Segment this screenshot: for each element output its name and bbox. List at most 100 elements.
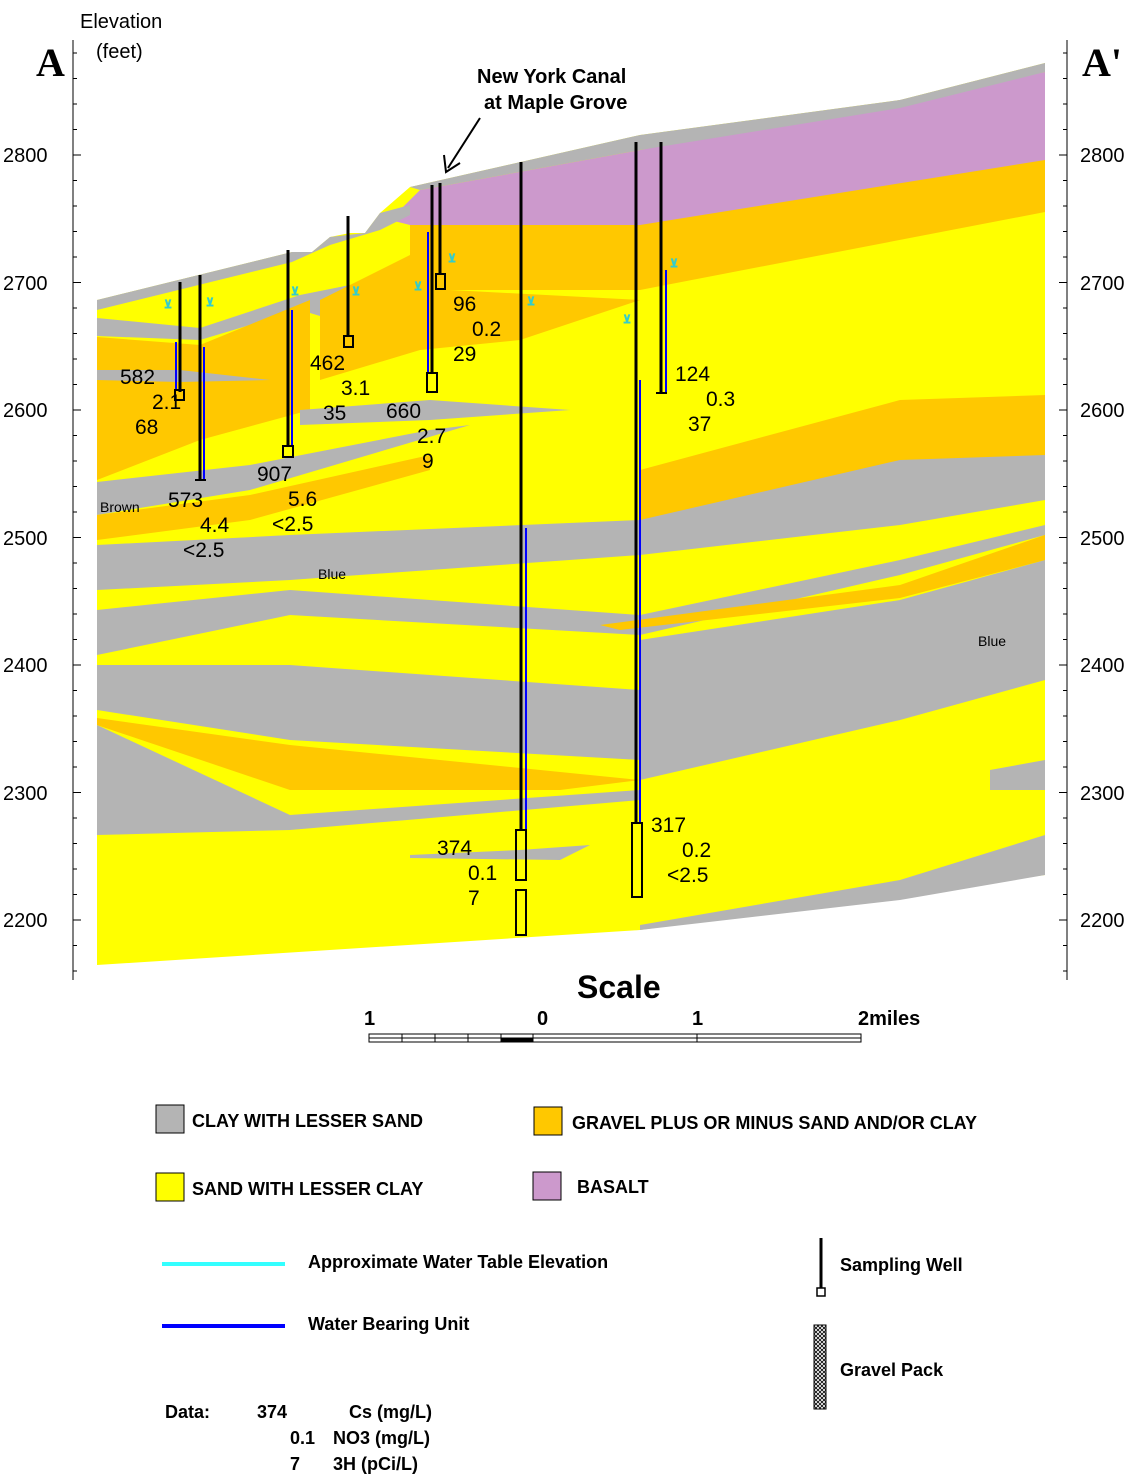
well-screen: [282, 445, 294, 458]
well-h3: 9: [422, 450, 434, 473]
legend-water-table-label: Approximate Water Table Elevation: [308, 1252, 608, 1272]
legend-gravel-label: GRAVEL PLUS OR MINUS SAND AND/OR CLAY: [572, 1113, 977, 1133]
well-screen: [435, 273, 446, 290]
unit-label-blue-right: Blue: [978, 633, 1006, 649]
water-table-icon: ⊻: [527, 296, 535, 308]
well-no3: 2.1: [152, 391, 181, 414]
well-h3: 7: [468, 887, 480, 910]
scale-bar: Scale 1 0 1 2miles: [364, 969, 920, 1043]
callout-line1: New York Canal: [477, 66, 626, 88]
well-cs: 124: [675, 363, 710, 386]
well-screen: [426, 372, 438, 393]
callout-line2: at Maple Grove: [484, 92, 627, 114]
cross-section: [97, 63, 1045, 965]
gravel-stripe-1: [97, 455, 430, 540]
well-cs: 374: [437, 837, 472, 860]
scale-tick-label: 1: [364, 1008, 375, 1030]
legend-sand-label: SAND WITH LESSER CLAY: [192, 1179, 423, 1199]
scale-tick-label: 0: [537, 1008, 548, 1030]
clay-lower-lens: [410, 845, 590, 860]
well-h3: <2.5: [667, 864, 708, 887]
gravel-mid-wedge: [320, 250, 640, 380]
well-no3: 3.1: [341, 377, 370, 400]
well-h3: 37: [688, 413, 711, 436]
scale-tick-label: 2miles: [858, 1008, 920, 1030]
top-clay-skin: [410, 63, 1045, 190]
legend-clay-label: CLAY WITH LESSER SAND: [192, 1111, 423, 1131]
gravel-right-lens: [600, 535, 1045, 630]
water-table-icon: ⊻: [291, 286, 299, 298]
well-cs: 573: [168, 489, 203, 512]
well-cs: 907: [257, 463, 292, 486]
elev-label: 2300: [3, 783, 48, 805]
legend-basalt-label: BASALT: [577, 1177, 649, 1197]
water-table-icon: ⊻: [414, 281, 422, 293]
well-screen: [631, 822, 643, 898]
clay-blue-band: [97, 455, 1045, 590]
unit-label-brown: Brown: [100, 499, 140, 515]
well-no3: 0.3: [706, 388, 735, 411]
legend: CLAY WITH LESSER SAND GRAVEL PLUS OR MIN…: [155, 1104, 977, 1410]
elev-label: 2500: [1080, 528, 1125, 550]
well-screen: [343, 335, 354, 348]
scale-tick-label: 1: [692, 1008, 703, 1030]
well-no3: 4.4: [200, 514, 230, 537]
clay-right-lower-2: [990, 760, 1045, 790]
clay-right-wedge: [640, 560, 1045, 780]
clay-band-2: [97, 525, 1045, 655]
clay-lower-left: [97, 725, 640, 835]
well-screen: [174, 389, 185, 401]
well-screens: [174, 273, 667, 936]
elev-label: 2600: [1080, 400, 1125, 422]
well-cs: 317: [651, 814, 686, 837]
well-cs: 462: [310, 352, 345, 375]
elev-label: 2800: [1080, 145, 1125, 167]
wells: [178, 142, 663, 830]
clay-swatch: [155, 1104, 185, 1134]
callout-arrowhead: [443, 154, 461, 174]
water-table-markers: ⊻ ⊻ ⊻ ⊻ ⊻ ⊻ ⊻ ⊻ ⊻: [164, 253, 679, 327]
section-label-right: A': [1082, 40, 1122, 85]
elev-label: 2700: [1080, 273, 1125, 295]
data-key-h3-value: 7: [290, 1454, 300, 1474]
gravel-swatch: [533, 1106, 563, 1136]
elev-label: 2400: [3, 655, 48, 677]
water-table-icon: ⊻: [448, 253, 456, 265]
well-h3: 68: [135, 416, 158, 439]
well-no3: 0.2: [682, 839, 711, 862]
data-key-no3-label: NO3 (mg/L): [333, 1428, 430, 1448]
sand-swatch: [155, 1172, 185, 1202]
data-key-heading: Data:: [165, 1402, 210, 1422]
right-axis: [1059, 40, 1068, 980]
axis-title-line1: Elevation: [80, 11, 162, 33]
data-key-no3-value: 0.1: [290, 1428, 315, 1448]
clay-band-3: [97, 665, 640, 760]
elev-label: 2400: [1080, 655, 1125, 677]
clay-stripe-2: [300, 400, 570, 425]
well-h3: <2.5: [272, 513, 313, 536]
well-no3: 0.1: [468, 862, 497, 885]
elev-label: 2800: [3, 145, 48, 167]
well-h3: 35: [323, 402, 346, 425]
clay-left-top: [97, 205, 410, 310]
section-label-left: A: [36, 40, 65, 85]
scale-fill: [501, 1038, 533, 1042]
well-no3: 2.7: [417, 425, 446, 448]
clay-stripe-1: [97, 370, 270, 382]
well-cs: 660: [386, 400, 421, 423]
well-screen: [515, 889, 527, 936]
elev-label: 2600: [3, 400, 48, 422]
legend-sampling-well-label: Sampling Well: [840, 1255, 963, 1275]
clay-right-bottom: [640, 835, 1045, 930]
water-table-icon: ⊻: [352, 286, 360, 298]
water-table-icon: ⊻: [670, 258, 678, 270]
water-bearing-intervals: [175, 232, 667, 830]
data-key: Data: 374 Cs (mg/L) 0.1 NO3 (mg/L) 7 3H …: [165, 1402, 432, 1474]
well-data-labels: 582 2.1 68 573 4.4 <2.5 907 5.6 <2.5 462…: [120, 293, 735, 910]
gravel-pack-swatch: [813, 1324, 827, 1410]
callout-arrow: [447, 117, 481, 169]
clay-stripe-3: [97, 425, 470, 515]
sampling-well-screen-symbol: [816, 1287, 826, 1297]
basalt-swatch: [532, 1171, 562, 1201]
unit-label-blue: Blue: [318, 566, 346, 582]
